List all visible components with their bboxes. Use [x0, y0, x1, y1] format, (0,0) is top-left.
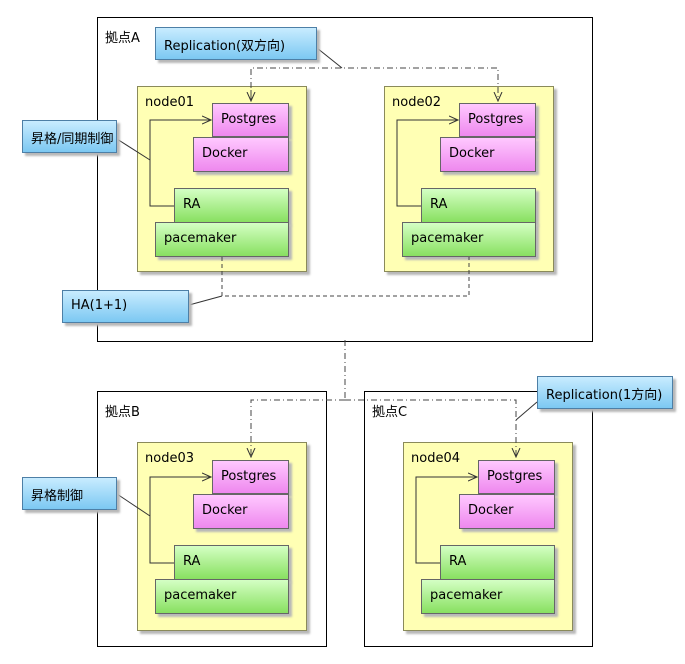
node03-pacemaker-label: pacemaker — [164, 588, 237, 603]
node01-ra: RA — [174, 188, 289, 223]
node03-ra-label: RA — [183, 554, 201, 569]
node02-docker-label: Docker — [449, 146, 495, 161]
note-replication-bidirectional-text: Replication(双方向) — [164, 39, 286, 54]
node02-ra: RA — [421, 188, 536, 223]
node02-postgres-label: Postgres — [468, 112, 524, 127]
node03-docker: Docker — [193, 494, 289, 529]
node01-pacemaker: pacemaker — [155, 222, 289, 257]
note-promotion-sync-text: 昇格/同期制御 — [31, 132, 114, 147]
node04-label: node04 — [411, 451, 460, 466]
node04-pacemaker: pacemaker — [421, 579, 555, 614]
node04-pacemaker-label: pacemaker — [430, 588, 503, 603]
node01-postgres-label: Postgres — [221, 112, 277, 127]
node04-postgres: Postgres — [478, 460, 555, 494]
note-ha-text: HA(1+1) — [71, 298, 128, 313]
node04-ra: RA — [440, 545, 555, 580]
node03-ra: RA — [174, 545, 289, 580]
node03-postgres: Postgres — [212, 460, 289, 494]
node02-label: node02 — [392, 95, 441, 110]
note-replication-one-way: Replication(1方向) — [537, 376, 673, 409]
node03-docker-label: Docker — [202, 503, 248, 518]
node01-pacemaker-label: pacemaker — [164, 231, 237, 246]
node02-docker: Docker — [440, 137, 536, 172]
site-b-label: 拠点B — [105, 405, 140, 420]
node02-ra-label: RA — [430, 197, 448, 212]
site-a-label: 拠点A — [105, 31, 140, 46]
node02-pacemaker: pacemaker — [402, 222, 536, 257]
node03-postgres-label: Postgres — [221, 469, 277, 484]
node01-label: node01 — [145, 95, 194, 110]
node01-ra-label: RA — [183, 197, 201, 212]
note-replication-bidirectional: Replication(双方向) — [155, 27, 317, 60]
node01-docker-label: Docker — [202, 146, 248, 161]
node04-ra-label: RA — [449, 554, 467, 569]
node03-label: node03 — [145, 451, 194, 466]
note-promotion: 昇格制御 — [22, 477, 117, 510]
note-ha: HA(1+1) — [62, 290, 189, 323]
node01-postgres: Postgres — [212, 103, 289, 137]
note-replication-one-way-text: Replication(1方向) — [546, 388, 663, 403]
node04-docker-label: Docker — [468, 503, 514, 518]
site-c-label: 拠点C — [372, 405, 408, 420]
node01-docker: Docker — [193, 137, 289, 172]
note-promotion-sync: 昇格/同期制御 — [22, 120, 117, 153]
node03-pacemaker: pacemaker — [155, 579, 289, 614]
node02-postgres: Postgres — [459, 103, 536, 137]
note-promotion-text: 昇格制御 — [31, 489, 84, 504]
node04-postgres-label: Postgres — [487, 469, 543, 484]
node04-docker: Docker — [459, 494, 555, 529]
node02-pacemaker-label: pacemaker — [411, 231, 484, 246]
